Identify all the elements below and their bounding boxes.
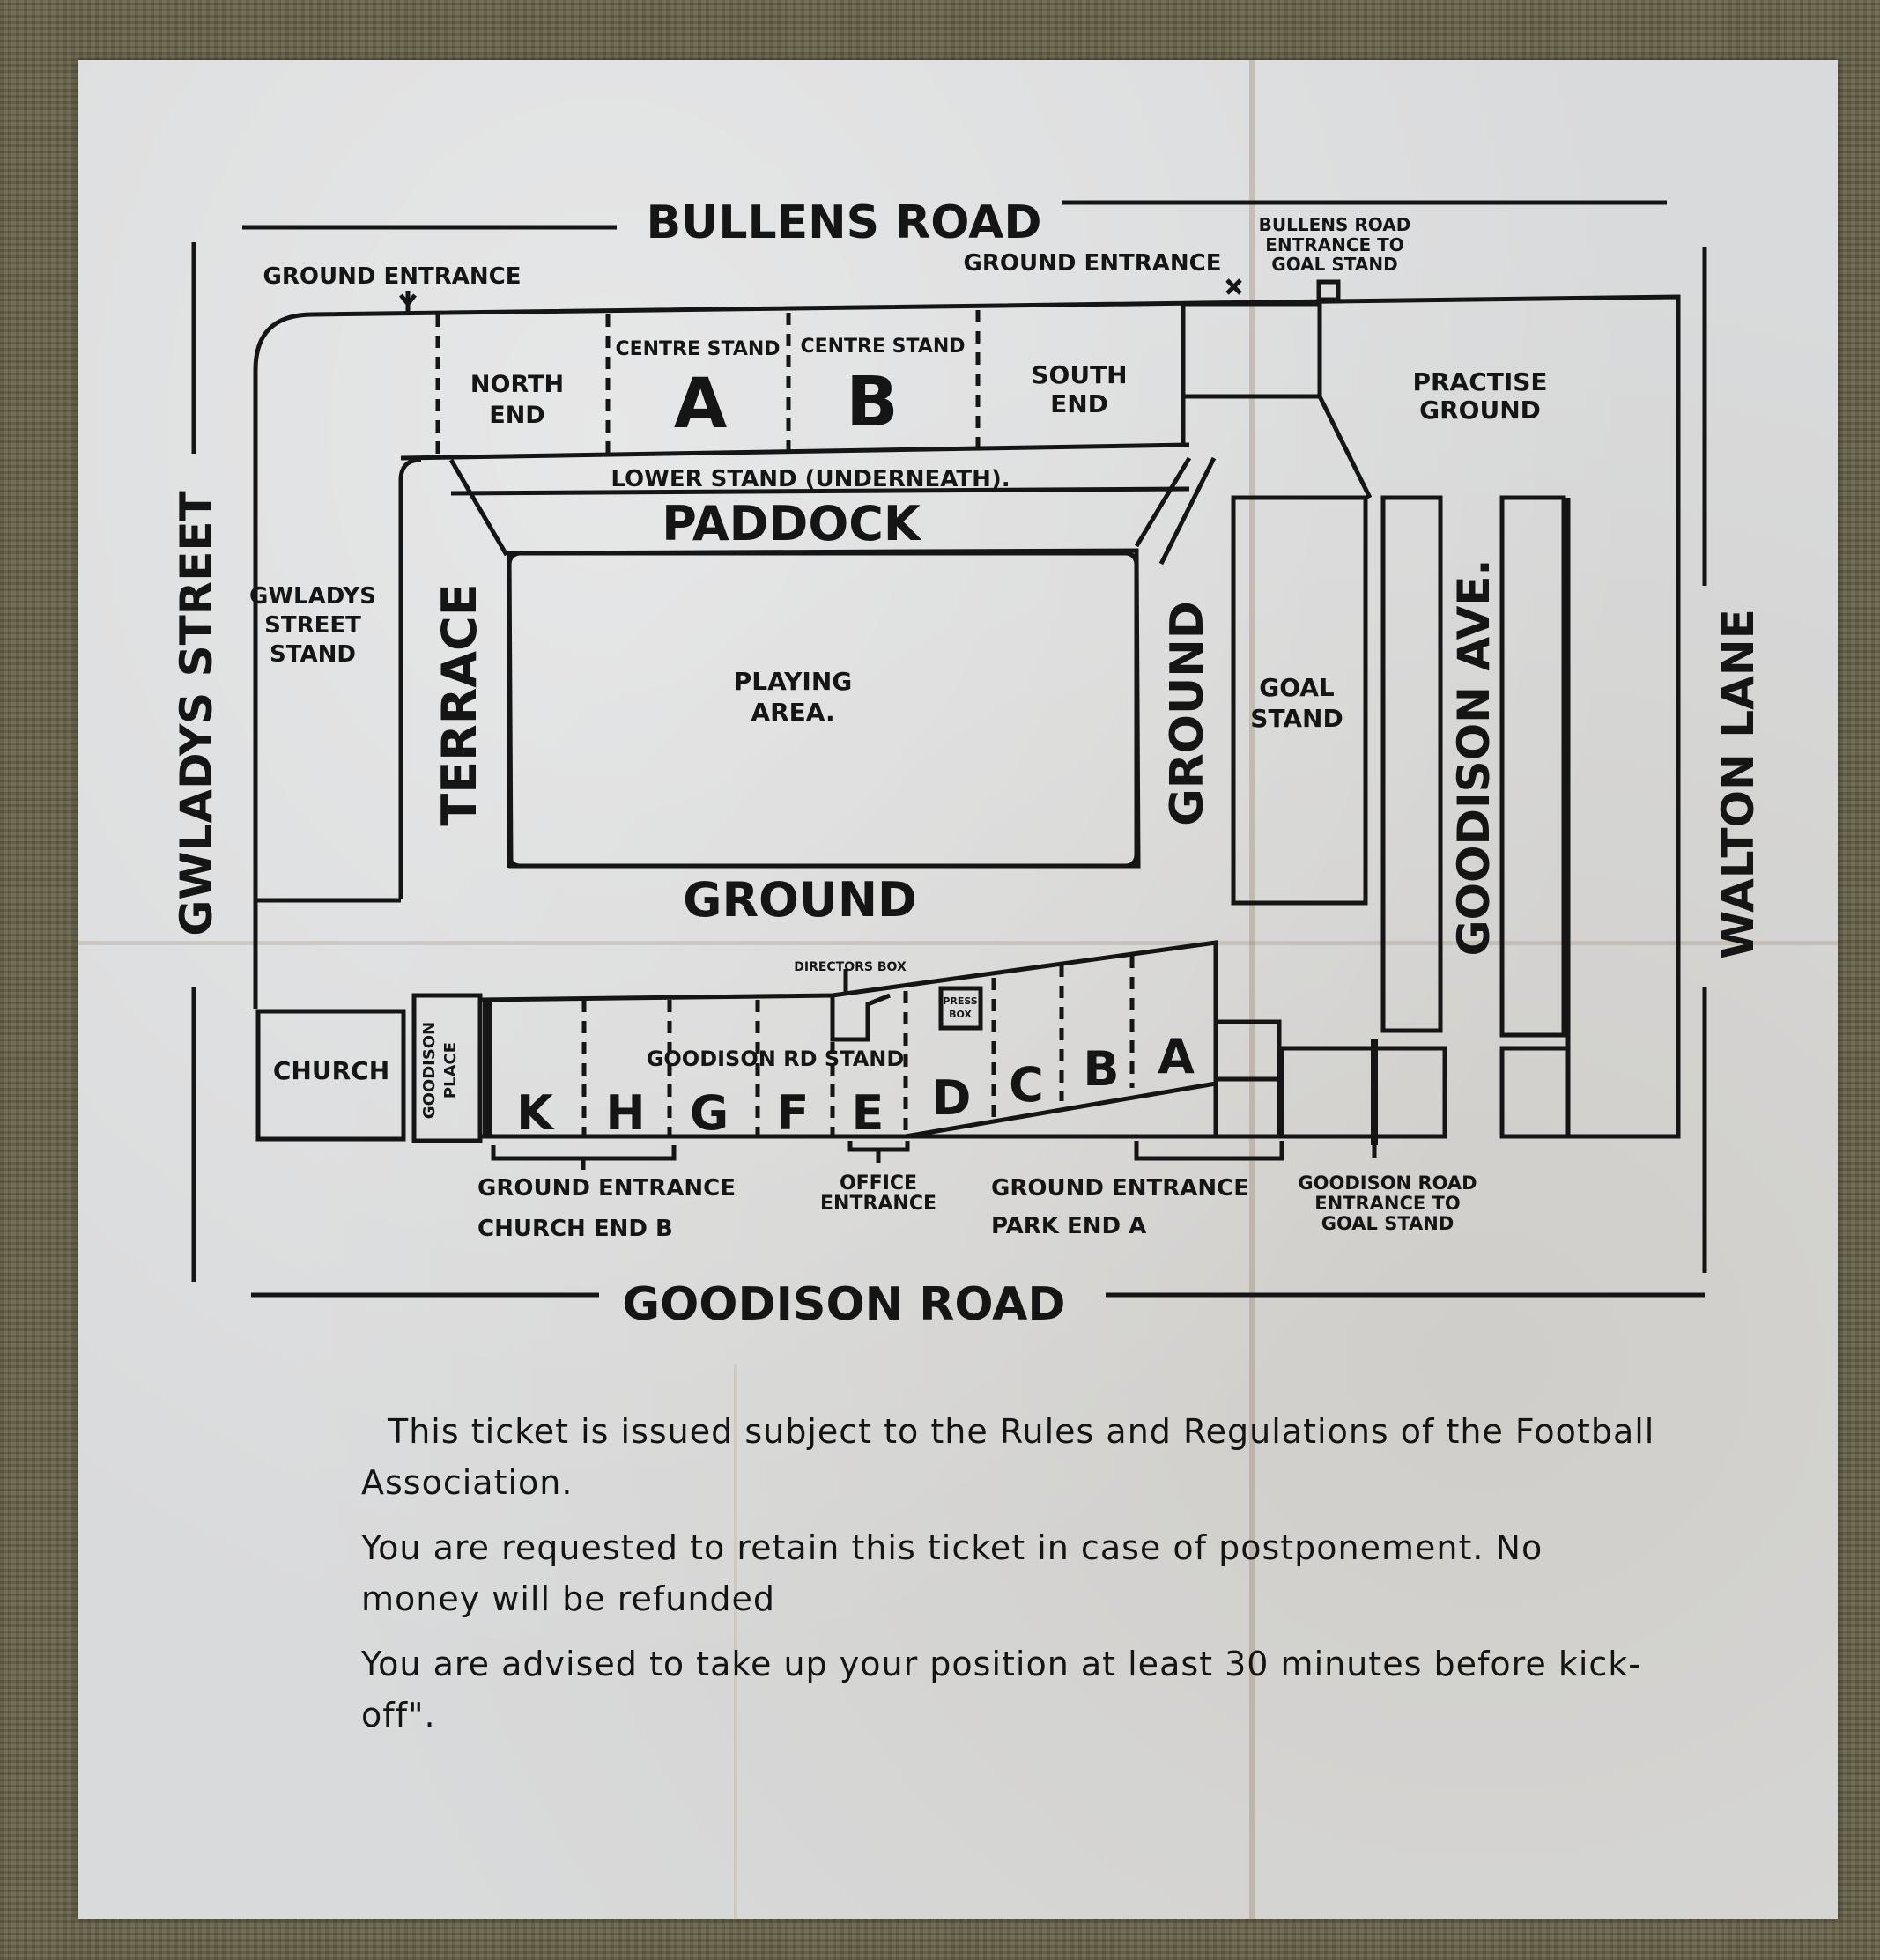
section-e: E	[852, 1085, 884, 1141]
fold-crease	[1249, 60, 1255, 1919]
entrance-goodison-goal-line2: ENTRANCE TO	[1314, 1193, 1461, 1214]
south-end-line2: END	[1050, 389, 1108, 418]
paddock-label: PADDOCK	[662, 496, 922, 551]
terms-paragraph-1: This ticket is issued subject to the Rul…	[361, 1412, 1655, 1502]
lower-stand-label: LOWER STAND (UNDERNEATH).	[611, 466, 1010, 492]
ticket: BULLENS ROAD GOODISON ROAD GWLADYS STREE…	[78, 60, 1838, 1919]
ground-label-right: GROUND	[1161, 601, 1214, 826]
practise-ground-line2: GROUND	[1419, 396, 1541, 425]
goodison-place-line2: PLACE	[441, 1042, 460, 1098]
goal-stand-line1: GOAL	[1259, 673, 1335, 702]
terms-paragraph-2: You are requested to retain this ticket …	[361, 1528, 1543, 1618]
press-box-line1: PRESS	[943, 995, 977, 1007]
entrance-bullens-goal-line2: ENTRANCE TO	[1265, 234, 1404, 255]
terrace-label: TERRACE	[432, 583, 487, 825]
centre-stand-a-label: CENTRE STAND	[615, 338, 780, 360]
entrance-bullens-goal-line1: BULLENS ROAD	[1259, 214, 1411, 235]
fold-crease	[78, 941, 1838, 945]
entrance-church-end-line2: CHURCH END B	[477, 1216, 673, 1242]
centre-stand-b-letter: B	[846, 363, 898, 442]
section-d: D	[932, 1070, 972, 1126]
ticket-terms: This ticket is issued subject to the Rul…	[361, 1406, 1656, 1755]
ground-label-bottom: GROUND	[683, 872, 917, 928]
section-h: H	[605, 1085, 645, 1141]
goodison-place-line1: GOODISON	[420, 1022, 439, 1119]
entrance-goodison-goal-line1: GOODISON ROAD	[1298, 1172, 1477, 1194]
press-box-line2: BOX	[949, 1009, 972, 1020]
section-k: K	[516, 1085, 555, 1141]
terms-paragraph-3: You are advised to take up your position…	[361, 1645, 1642, 1734]
section-f: F	[777, 1085, 810, 1141]
entrance-goodison-goal-line3: GOAL STAND	[1321, 1213, 1454, 1234]
gwladys-stand-line1: GWLADYS	[249, 583, 376, 610]
playing-area-line2: AREA.	[751, 698, 834, 727]
north-end-line2: END	[489, 402, 544, 429]
practise-ground-line1: PRACTISE	[1412, 367, 1547, 396]
entrance-office-line2: ENTRANCE	[820, 1193, 936, 1215]
centre-stand-b-label: CENTRE STAND	[800, 336, 965, 358]
playing-area-line1: PLAYING	[734, 667, 852, 696]
gwladys-stand-line2: STREET	[264, 612, 361, 639]
entrance-office-line1: OFFICE	[840, 1172, 917, 1194]
road-label-top: BULLENS ROAD	[647, 196, 1042, 249]
gwladys-stand-line3: STAND	[270, 641, 356, 668]
directors-box-label: DIRECTORS BOX	[794, 960, 907, 974]
centre-stand-a-letter: A	[674, 365, 727, 444]
goodison-ave-label: GOODISON AVE.	[1448, 558, 1499, 956]
section-b: B	[1083, 1041, 1119, 1097]
stadium-map: BULLENS ROAD GOODISON ROAD GWLADYS STREE…	[171, 196, 1764, 1331]
entrance-church-end-line1: GROUND ENTRANCE	[477, 1175, 736, 1202]
church-label: CHURCH	[273, 1056, 389, 1085]
goodison-rd-stand-label: GOODISON RD STAND	[647, 1047, 905, 1071]
fold-crease	[734, 1364, 737, 1919]
road-label-left: GWLADYS STREET	[171, 491, 222, 936]
entrance-top-left: GROUND ENTRANCE	[263, 263, 522, 290]
section-a: A	[1158, 1029, 1195, 1084]
goal-stand-line2: STAND	[1250, 704, 1343, 733]
entrance-bullens-goal-line3: GOAL STAND	[1271, 254, 1397, 275]
north-end-line1: NORTH	[470, 371, 564, 398]
entrance-top-middle: GROUND ENTRANCE	[964, 250, 1222, 277]
entrance-park-end-line1: GROUND ENTRANCE	[991, 1175, 1249, 1202]
section-c: C	[1009, 1057, 1044, 1113]
south-end-line1: SOUTH	[1031, 360, 1127, 389]
road-label-bottom: GOODISON ROAD	[622, 1278, 1065, 1331]
road-label-right: WALTON LANE	[1713, 609, 1764, 959]
section-g: G	[690, 1085, 729, 1141]
entrance-park-end-line2: PARK END A	[991, 1213, 1146, 1239]
